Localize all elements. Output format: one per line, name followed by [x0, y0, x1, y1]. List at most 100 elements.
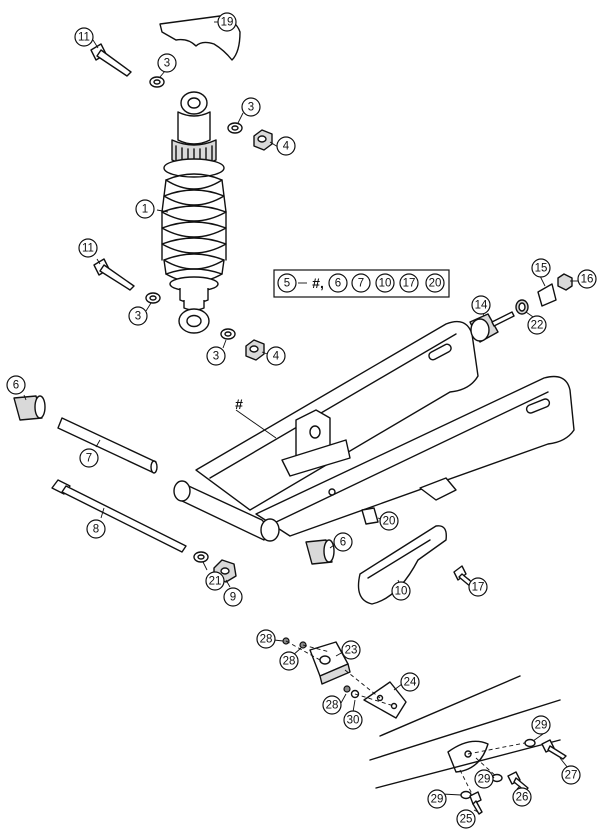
part-15-plate: [537, 283, 557, 307]
part-23-bracket: [309, 641, 351, 685]
callout-c14: 14: [471, 295, 491, 315]
callout-circle: [266, 346, 286, 366]
part-16-nut: [557, 273, 573, 291]
part-6-bushing-left: [13, 395, 46, 421]
callout-c29c: 29: [427, 789, 447, 809]
callout-c19: 19: [217, 12, 237, 32]
callout-c30: 30: [343, 710, 363, 730]
callout-label: 1: [142, 204, 148, 216]
callout-c17a: 17: [468, 577, 488, 597]
callout-circle: [341, 640, 361, 660]
callout-circle: [205, 571, 225, 591]
callout-circle: [256, 629, 276, 649]
part-7-sleeve: [57, 417, 158, 474]
callout-c6c: 6: [328, 273, 348, 293]
callout-c21: 21: [205, 571, 225, 591]
callout-label: 10: [395, 586, 408, 598]
part-8-axle-bolt: [51, 479, 187, 553]
callout-c29a: 29: [531, 715, 551, 735]
callout-label: 11: [82, 243, 94, 255]
callout-c15: 15: [531, 258, 551, 278]
callout-c20b: 20: [425, 273, 445, 293]
callout-label: 4: [273, 351, 280, 363]
callout-c16: 16: [577, 269, 597, 289]
part-11-bolt-upper: [90, 43, 132, 77]
callout-label: 23: [345, 645, 358, 657]
shock-absorber: [161, 91, 227, 334]
callout-circle: [276, 136, 296, 156]
callout-c23: 23: [341, 640, 361, 660]
callout-label: 9: [230, 592, 236, 604]
callout-label: 6: [335, 278, 341, 290]
callout-circle: [223, 587, 243, 607]
part-6-bushing-right: [305, 539, 335, 565]
callout-label: 28: [326, 700, 339, 712]
callout-circle: [206, 346, 226, 366]
callout-circle: [6, 375, 26, 395]
part-4-nut-lower: [245, 339, 265, 361]
callout-c10b: 10: [375, 273, 395, 293]
frame-section: [369, 675, 561, 789]
callout-c28b: 28: [279, 651, 299, 671]
callout-label: 29: [535, 720, 548, 732]
callout-label: 3: [213, 351, 219, 363]
callout-c5: 5: [277, 273, 297, 293]
callout-circle: [322, 695, 342, 715]
callout-label: 20: [429, 278, 442, 290]
callout-label: 6: [340, 537, 346, 549]
callout-circle: [351, 273, 371, 293]
callout-circle: [512, 787, 532, 807]
part-27-bolt: [541, 739, 567, 760]
callout-label: 27: [565, 770, 578, 782]
callout-circle: [577, 269, 597, 289]
callout-c17b: 17: [399, 273, 419, 293]
callout-label: 21: [209, 576, 222, 588]
callout-circle: [561, 765, 581, 785]
part-14-chain-adjuster: [469, 311, 515, 343]
callout-circle: [279, 651, 299, 671]
part-4-nut-upper: [253, 129, 273, 151]
part-24-plate: [363, 681, 407, 719]
callout-circle: [86, 519, 106, 539]
callout-c8: 8: [86, 519, 106, 539]
callout-c27: 27: [561, 765, 581, 785]
callout-label: 6: [13, 380, 19, 392]
callout-circle: [531, 715, 551, 735]
part-29-washer-a: [524, 738, 536, 748]
callout-label: 20: [383, 516, 396, 528]
callout-c28a: 28: [256, 629, 276, 649]
part-20-bushing: [361, 507, 379, 525]
callout-c7a: 7: [79, 448, 99, 468]
callout-label: 22: [531, 320, 544, 332]
callout-circle: [241, 97, 261, 117]
kit-hash-symbol: #,: [312, 275, 324, 291]
callout-c10a: 10: [391, 581, 411, 601]
callout-c3c: 3: [128, 306, 148, 326]
callout-circle: [531, 258, 551, 278]
callout-circle: [399, 273, 419, 293]
callout-c3b: 3: [241, 97, 261, 117]
callout-label: 29: [478, 774, 491, 786]
leader-lines: [23, 21, 578, 813]
swingarm: [173, 320, 575, 542]
callout-label: 24: [404, 677, 417, 689]
callout-circle: [328, 273, 348, 293]
callout-c1: 1: [135, 199, 155, 219]
callout-c6b: 6: [333, 532, 353, 552]
callout-label: 3: [248, 102, 254, 114]
part-25-bolt: [469, 791, 483, 815]
callout-label: 28: [260, 634, 273, 646]
callout-c29b: 29: [474, 769, 494, 789]
callout-label: 26: [516, 792, 529, 804]
callout-label: 3: [135, 311, 141, 323]
callout-label: 29: [431, 794, 444, 806]
callout-c24: 24: [400, 672, 420, 692]
callout-label: 19: [221, 17, 234, 29]
callout-circle: [78, 238, 98, 258]
callout-c28c: 28: [322, 695, 342, 715]
part-29-washer-c: [460, 790, 472, 800]
callout-circle: [128, 306, 148, 326]
callout-label: 17: [403, 278, 416, 290]
callout-label: 15: [535, 263, 548, 275]
